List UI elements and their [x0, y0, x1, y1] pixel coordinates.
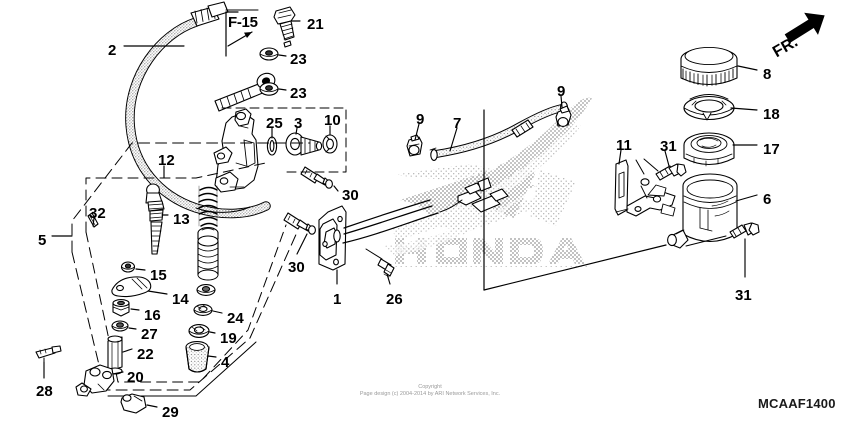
callout-number-brake-hose[interactable]: 2 [108, 42, 117, 59]
part-8-reservoir-cap [680, 46, 738, 87]
part-15-nut [120, 261, 136, 273]
callout-number-push-rod-joint[interactable]: 3 [294, 115, 303, 132]
kit-12-boundary [85, 161, 287, 383]
part-1-brake-light-switch [318, 177, 509, 271]
group-bracket-top [221, 107, 347, 173]
callout-number-clip[interactable]: 29 [162, 404, 179, 421]
callout-number-sealing-washer-lower[interactable]: 23 [290, 85, 307, 102]
part-20-hose-joint [75, 364, 115, 397]
callout-number-switch-screw[interactable]: 26 [386, 291, 403, 308]
part-6-reservoir-body [667, 173, 738, 249]
leader-lines [43, 20, 758, 408]
part-22-spacer-collar [107, 335, 123, 375]
callout-number-banjo-bolt[interactable]: 21 [307, 16, 324, 33]
callout-number-nut[interactable]: 15 [150, 267, 167, 284]
callout-number-bracket-bolt-upper[interactable]: 31 [660, 138, 677, 155]
section-ref-bracket [225, 9, 259, 57]
part-16-lock-nut [112, 299, 130, 317]
part-9-hose-clamp-left [406, 134, 423, 157]
copyright-line-1: Copyright [418, 384, 442, 390]
part-26-switch-screw [365, 248, 395, 278]
part-24-piston-cup [193, 304, 213, 316]
fr-arrow-icon [784, 12, 825, 43]
callout-number-flange-bolt-lower[interactable]: 30 [288, 259, 305, 276]
part-13-push-rod [145, 183, 165, 255]
part-14-clevis-boot [111, 276, 152, 298]
callout-number-clevis-boot[interactable]: 14 [172, 291, 189, 308]
callout-number-piston-cup-set[interactable]: 4 [221, 354, 230, 371]
part-10-snap-ring [322, 134, 338, 154]
callout-number-reservoir-body[interactable]: 6 [763, 191, 772, 208]
part-12-piston-spring-assembly [196, 185, 219, 296]
callout-number-reservoir-cap[interactable]: 8 [763, 66, 772, 83]
callout-number-diaphragm[interactable]: 17 [763, 141, 780, 158]
diagram-code: MCAAF1400 [758, 396, 836, 411]
part-17-diaphragm [683, 132, 735, 167]
callout-number-hose-clamp-right[interactable]: 9 [557, 83, 566, 100]
callout-number-flange-bolt-upper[interactable]: 30 [342, 187, 359, 204]
part-31-bracket-bolt-upper [635, 158, 687, 181]
callout-number-spacer-collar[interactable]: 22 [137, 346, 154, 363]
callout-number-spring-seat[interactable]: 19 [220, 330, 237, 347]
part-12-master-cylinder-body [213, 108, 259, 193]
callout-number-hose-joint[interactable]: 20 [127, 369, 144, 386]
part-30-flange-bolt-upper [300, 166, 333, 189]
body-shading [384, 97, 592, 256]
part-25-o-ring [266, 136, 278, 156]
part-32-cotter-pin [87, 212, 99, 228]
part-3-push-rod-joint [285, 132, 323, 156]
callout-number-hose-clamp-left[interactable]: 9 [416, 111, 425, 128]
part-7-reservoir-hose [429, 101, 568, 161]
callout-number-cotter-pin[interactable]: 32 [89, 205, 106, 222]
callout-number-snap-ring[interactable]: 10 [324, 112, 341, 129]
part-27-washer [111, 320, 129, 332]
copyright-line-2: Page design (c) 2004-2014 by ARI Network… [359, 391, 501, 397]
callout-number-piston-cup[interactable]: 24 [227, 310, 244, 327]
callout-number-reservoir-bolt-lower[interactable]: 31 [735, 287, 752, 304]
callout-number-push-rod[interactable]: 13 [173, 211, 190, 228]
part-23-sealing-washer-lower [259, 82, 279, 96]
callout-number-brake-light-switch[interactable]: 1 [333, 291, 342, 308]
callout-number-lock-nut[interactable]: 16 [144, 307, 161, 324]
part-21-banjo-bolt [273, 6, 296, 48]
part-30-flange-bolt-lower [283, 212, 316, 235]
callout-number-reservoir-hose[interactable]: 7 [453, 115, 462, 132]
callout-number-repair-kit-group[interactable]: 5 [38, 232, 47, 249]
callout-number-diaphragm-plate[interactable]: 18 [763, 106, 780, 123]
callout-number-master-cylinder-kit[interactable]: 12 [158, 152, 175, 169]
part-9-hose-clamp-right [555, 105, 572, 127]
callout-number-sealing-washer-upper[interactable]: 23 [290, 51, 307, 68]
part-29-clip [120, 393, 147, 414]
part-28-pin [35, 345, 62, 379]
kit-5-boundary [71, 142, 311, 391]
section-reference-label[interactable]: F-15 [228, 14, 258, 31]
callout-number-pin[interactable]: 28 [36, 383, 53, 400]
callout-number-o-ring[interactable]: 25 [266, 115, 283, 132]
callout-number-reservoir-bracket[interactable]: 11 [616, 137, 632, 154]
callout-number-washer[interactable]: 27 [141, 326, 158, 343]
part-4-piston-cup-set [185, 341, 210, 373]
part-18-diaphragm-plate [683, 94, 735, 121]
part-23-sealing-washer-upper [259, 47, 279, 61]
part-31-reservoir-bolt-lower [685, 222, 760, 278]
part-19-spring-seat [188, 324, 210, 338]
part-11-reservoir-bracket [614, 159, 676, 217]
